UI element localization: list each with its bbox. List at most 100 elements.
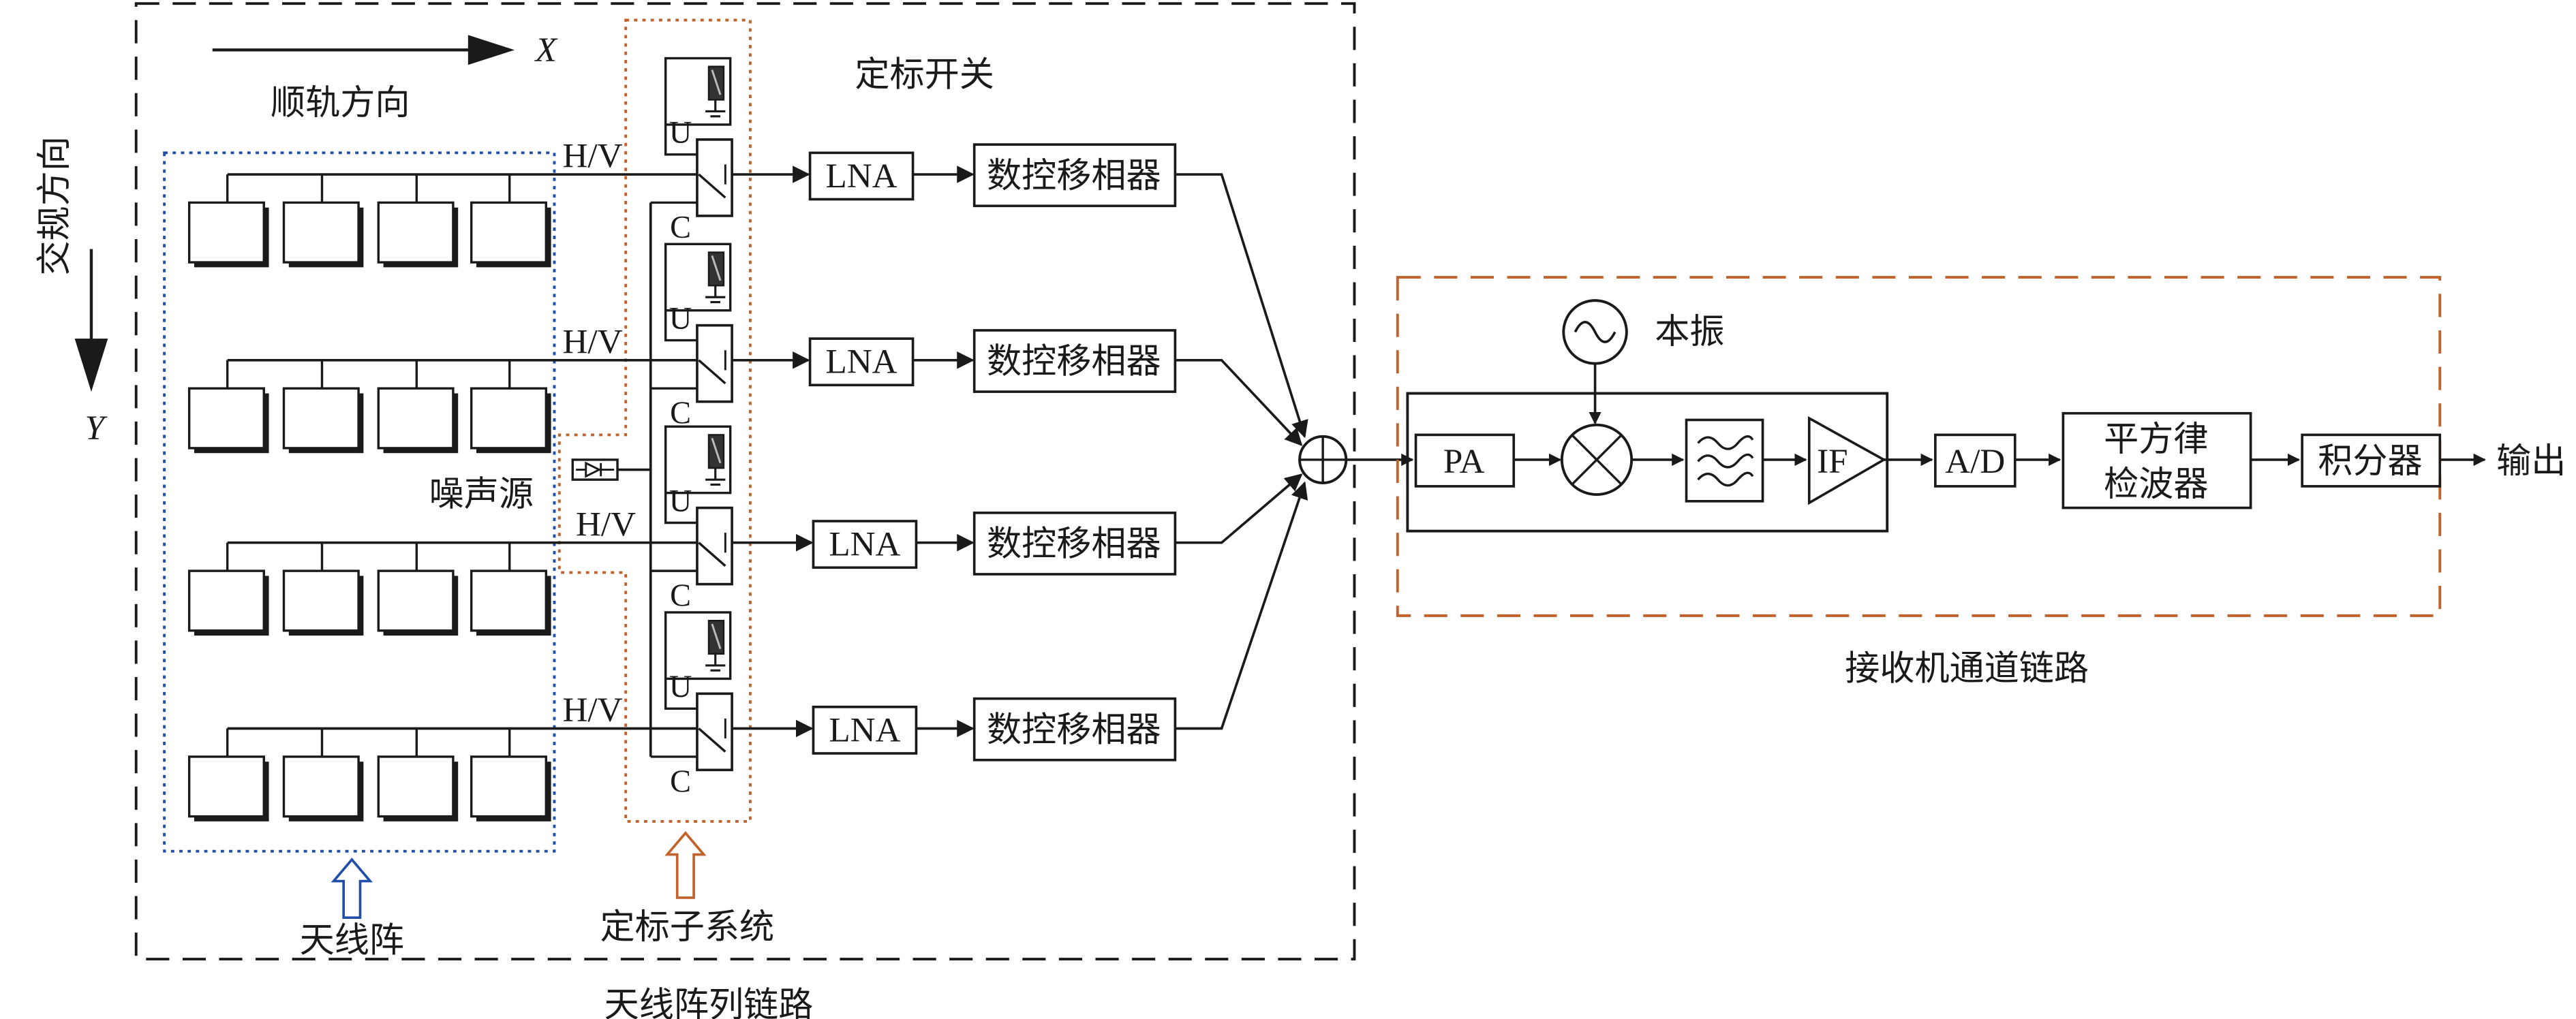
resistor-highlight <box>711 255 722 281</box>
mixer-symbol <box>1560 423 1634 497</box>
antenna-element <box>377 387 455 450</box>
receiver-frontend-box <box>1406 392 1889 533</box>
polarization-label: H/V <box>562 137 622 176</box>
resistor-highlight <box>711 69 722 95</box>
antenna-element <box>282 201 360 264</box>
output-label: 输出 <box>2496 442 2566 481</box>
x-axis-label: X <box>534 31 558 69</box>
antenna-element <box>377 755 455 818</box>
switch-blade <box>698 727 726 753</box>
load-to-switch-lead <box>664 124 697 156</box>
lna-label: LNA <box>826 343 898 381</box>
switch-port-u-label: U <box>669 484 692 518</box>
phase-shifter-to-combiner-line <box>1175 358 1303 446</box>
antenna-element <box>470 201 548 264</box>
bandpass-filter-symbol <box>1685 418 1764 503</box>
calibration-subsystem-box <box>557 18 752 823</box>
switch-port-c-label: C <box>670 578 691 613</box>
digital-phase-shifter-label: 数控移相器 <box>987 525 1161 564</box>
antenna-element <box>470 755 548 818</box>
switch-blade <box>698 359 726 385</box>
filter-wave-mid <box>1697 453 1754 469</box>
antenna-array-pointer-arrow <box>331 858 373 919</box>
digital-phase-shifter-label: 数控移相器 <box>987 710 1161 749</box>
array-chain-label: 天线阵列链路 <box>604 986 814 1019</box>
channel-3: H/V U C LNA 数控移相器 <box>187 425 1303 636</box>
calibration-pointer-arrow <box>664 831 707 899</box>
load-to-switch-lead <box>664 678 697 710</box>
antenna-element <box>470 387 548 450</box>
antenna-element <box>187 755 265 818</box>
polarization-label: H/V <box>576 505 636 544</box>
digital-phase-shifter-label: 数控移相器 <box>987 343 1161 381</box>
lna-box <box>812 520 918 569</box>
lna-box <box>808 151 915 201</box>
filter-wave-top <box>1697 435 1754 450</box>
antenna-array-box <box>163 151 556 853</box>
switch-port-u-label: U <box>669 116 692 151</box>
resistor-highlight <box>711 623 722 650</box>
x-axis-arrowhead <box>467 35 515 65</box>
pa-label: PA <box>1443 442 1485 481</box>
digital-phase-shifter-box <box>972 143 1177 208</box>
antenna-element <box>470 569 548 632</box>
receiver-chain-box <box>1396 276 2442 617</box>
digital-phase-shifter-box <box>972 512 1177 576</box>
square-law-detector-box <box>2061 411 2252 510</box>
if-amplifier-triangle <box>1807 416 1887 505</box>
lna-box <box>808 337 915 387</box>
antenna-element <box>377 569 455 632</box>
digital-phase-shifter-label: 数控移相器 <box>987 157 1161 195</box>
noise-source-symbol <box>571 458 651 481</box>
lna-label: LNA <box>829 710 900 749</box>
antenna-element <box>377 201 455 264</box>
switch-port-u-label: U <box>669 301 692 336</box>
ad-converter-box <box>1934 433 2017 488</box>
channel-1: H/V U C LNA 数控移相器 <box>187 57 1308 439</box>
switch-port-u-label: U <box>669 670 692 704</box>
switch-port-c-label: C <box>670 764 691 799</box>
noise-diode-triangle <box>585 461 602 478</box>
ad-converter-label: A/D <box>1945 442 2005 481</box>
filter-wave-bottom <box>1697 471 1754 487</box>
phase-shifter-to-combiner-line <box>1175 173 1308 439</box>
noise-source-label: 噪声源 <box>429 475 534 514</box>
combiner-symbol <box>1298 435 1348 484</box>
switch-port-c-label: C <box>670 210 691 245</box>
mixer-cross-b <box>1571 434 1623 486</box>
antenna-array-chain-box <box>134 2 1356 960</box>
switch-port-c-label: C <box>670 396 691 430</box>
phase-shifter-to-combiner-line <box>1175 473 1303 544</box>
channel-4: H/V U C LNA 数控移相器 <box>187 481 1308 821</box>
polarization-label: H/V <box>562 691 622 730</box>
y-axis-label: Y <box>85 409 108 448</box>
local-oscillator-symbol <box>1562 299 1628 365</box>
switch-blade <box>698 173 726 199</box>
detector-label-line1: 平方律 <box>2104 420 2208 459</box>
detector-label-line2: 检波器 <box>2104 465 2208 504</box>
receiver-chain-label: 接收机通道链路 <box>1845 649 2089 688</box>
antenna-element <box>282 755 360 818</box>
integrator-label: 积分器 <box>2318 442 2422 481</box>
load-to-switch-lead <box>664 492 697 524</box>
along-track-label: 顺轨方向 <box>271 84 410 123</box>
antenna-array-label: 天线阵 <box>300 922 404 960</box>
switch-blade <box>698 542 726 567</box>
lna-box <box>812 706 918 755</box>
digital-phase-shifter-box <box>972 329 1177 393</box>
antenna-element <box>187 387 265 450</box>
load-to-switch-lead <box>664 310 697 342</box>
lna-label: LNA <box>829 525 900 564</box>
sine-wave-icon <box>1574 321 1616 343</box>
calibration-switch-title: 定标开关 <box>855 55 994 94</box>
lna-label: LNA <box>826 157 898 195</box>
phase-shifter-to-combiner-line <box>1175 481 1308 730</box>
antenna-element <box>282 387 360 450</box>
y-axis-arrowhead <box>74 339 108 392</box>
resistor-highlight <box>711 437 722 464</box>
cross-track-label: 交规方向 <box>35 136 74 276</box>
local-oscillator-label: 本振 <box>1655 313 1724 351</box>
